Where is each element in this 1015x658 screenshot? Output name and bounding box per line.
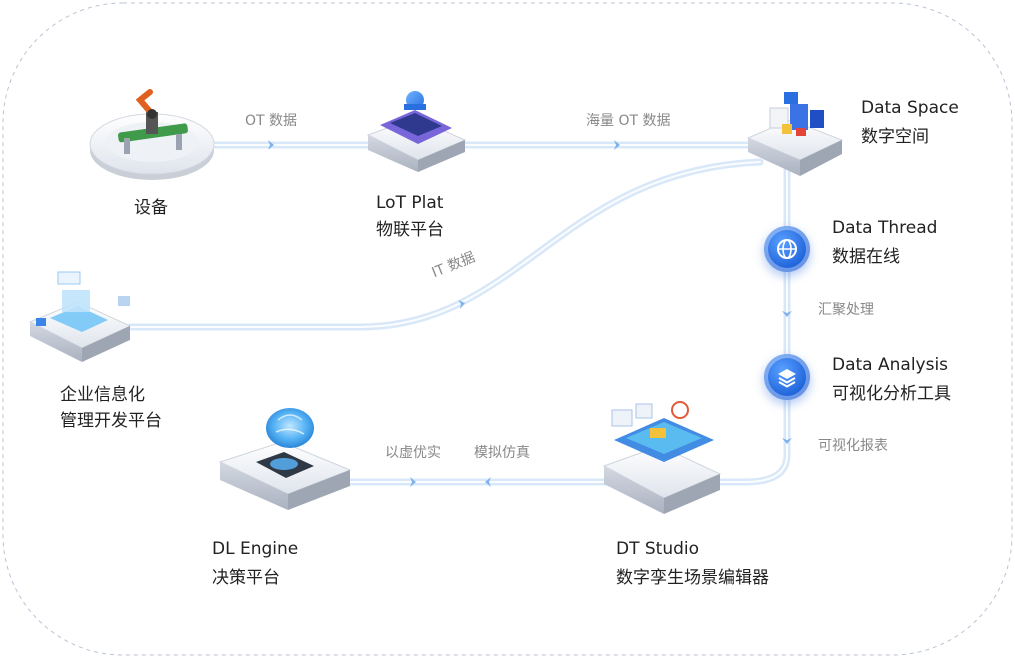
dl-engine-title: DL Engine	[212, 539, 299, 559]
edge-label-mass-ot-data: 海量 OT 数据	[586, 113, 671, 129]
arrow-right-icon	[458, 300, 465, 309]
iot-chip-platform-icon	[366, 91, 467, 172]
edge-label-visual-report: 可视化报表	[818, 438, 888, 454]
flow-arrows	[268, 140, 792, 487]
dt-studio-subtitle: 数字孪生场景编辑器	[616, 568, 769, 588]
arrow-right-icon	[268, 140, 274, 150]
data-space-subtitle: 数字空间	[861, 127, 929, 147]
data-analysis-subtitle: 可视化分析工具	[832, 384, 951, 404]
enterprise-label-line2: 管理开发平台	[60, 411, 162, 431]
arrow-right-icon	[410, 477, 416, 487]
data-thread-subtitle: 数据在线	[832, 247, 900, 267]
lot-plat-title: LoT Plat	[376, 193, 444, 213]
edge-label-aggregate: 汇聚处理	[818, 302, 874, 318]
arrow-right-icon	[614, 140, 620, 150]
layers-icon	[764, 354, 810, 400]
data-thread-title: Data Thread	[832, 218, 938, 238]
edge-label-ot-data: OT 数据	[245, 113, 298, 129]
dashboard-platform-icon	[602, 401, 722, 514]
dl-engine-subtitle: 决策平台	[212, 568, 280, 588]
lot-plat-subtitle: 物联平台	[376, 220, 444, 240]
flow-line-it	[126, 158, 764, 331]
enterprise-label-line1: 企业信息化	[60, 385, 145, 405]
arrow-down-icon	[782, 438, 792, 444]
arrow-left-icon	[485, 477, 491, 487]
data-space-title: Data Space	[861, 98, 959, 118]
dt-studio-title: DT Studio	[616, 539, 700, 559]
robot-arm-platform-icon	[89, 89, 215, 180]
flow-line-right	[696, 166, 791, 486]
data-cube-platform-icon	[746, 92, 844, 176]
arrow-down-icon	[782, 311, 792, 317]
data-analysis-title: Data Analysis	[832, 355, 949, 375]
server-stack-platform-icon	[28, 271, 132, 362]
edge-label-virtual-real: 以虚优实	[385, 445, 441, 461]
device-label: 设备	[134, 198, 168, 218]
brain-platform-icon	[218, 408, 352, 510]
globe-icon	[764, 226, 810, 272]
edge-label-simulation: 模拟仿真	[474, 445, 530, 461]
